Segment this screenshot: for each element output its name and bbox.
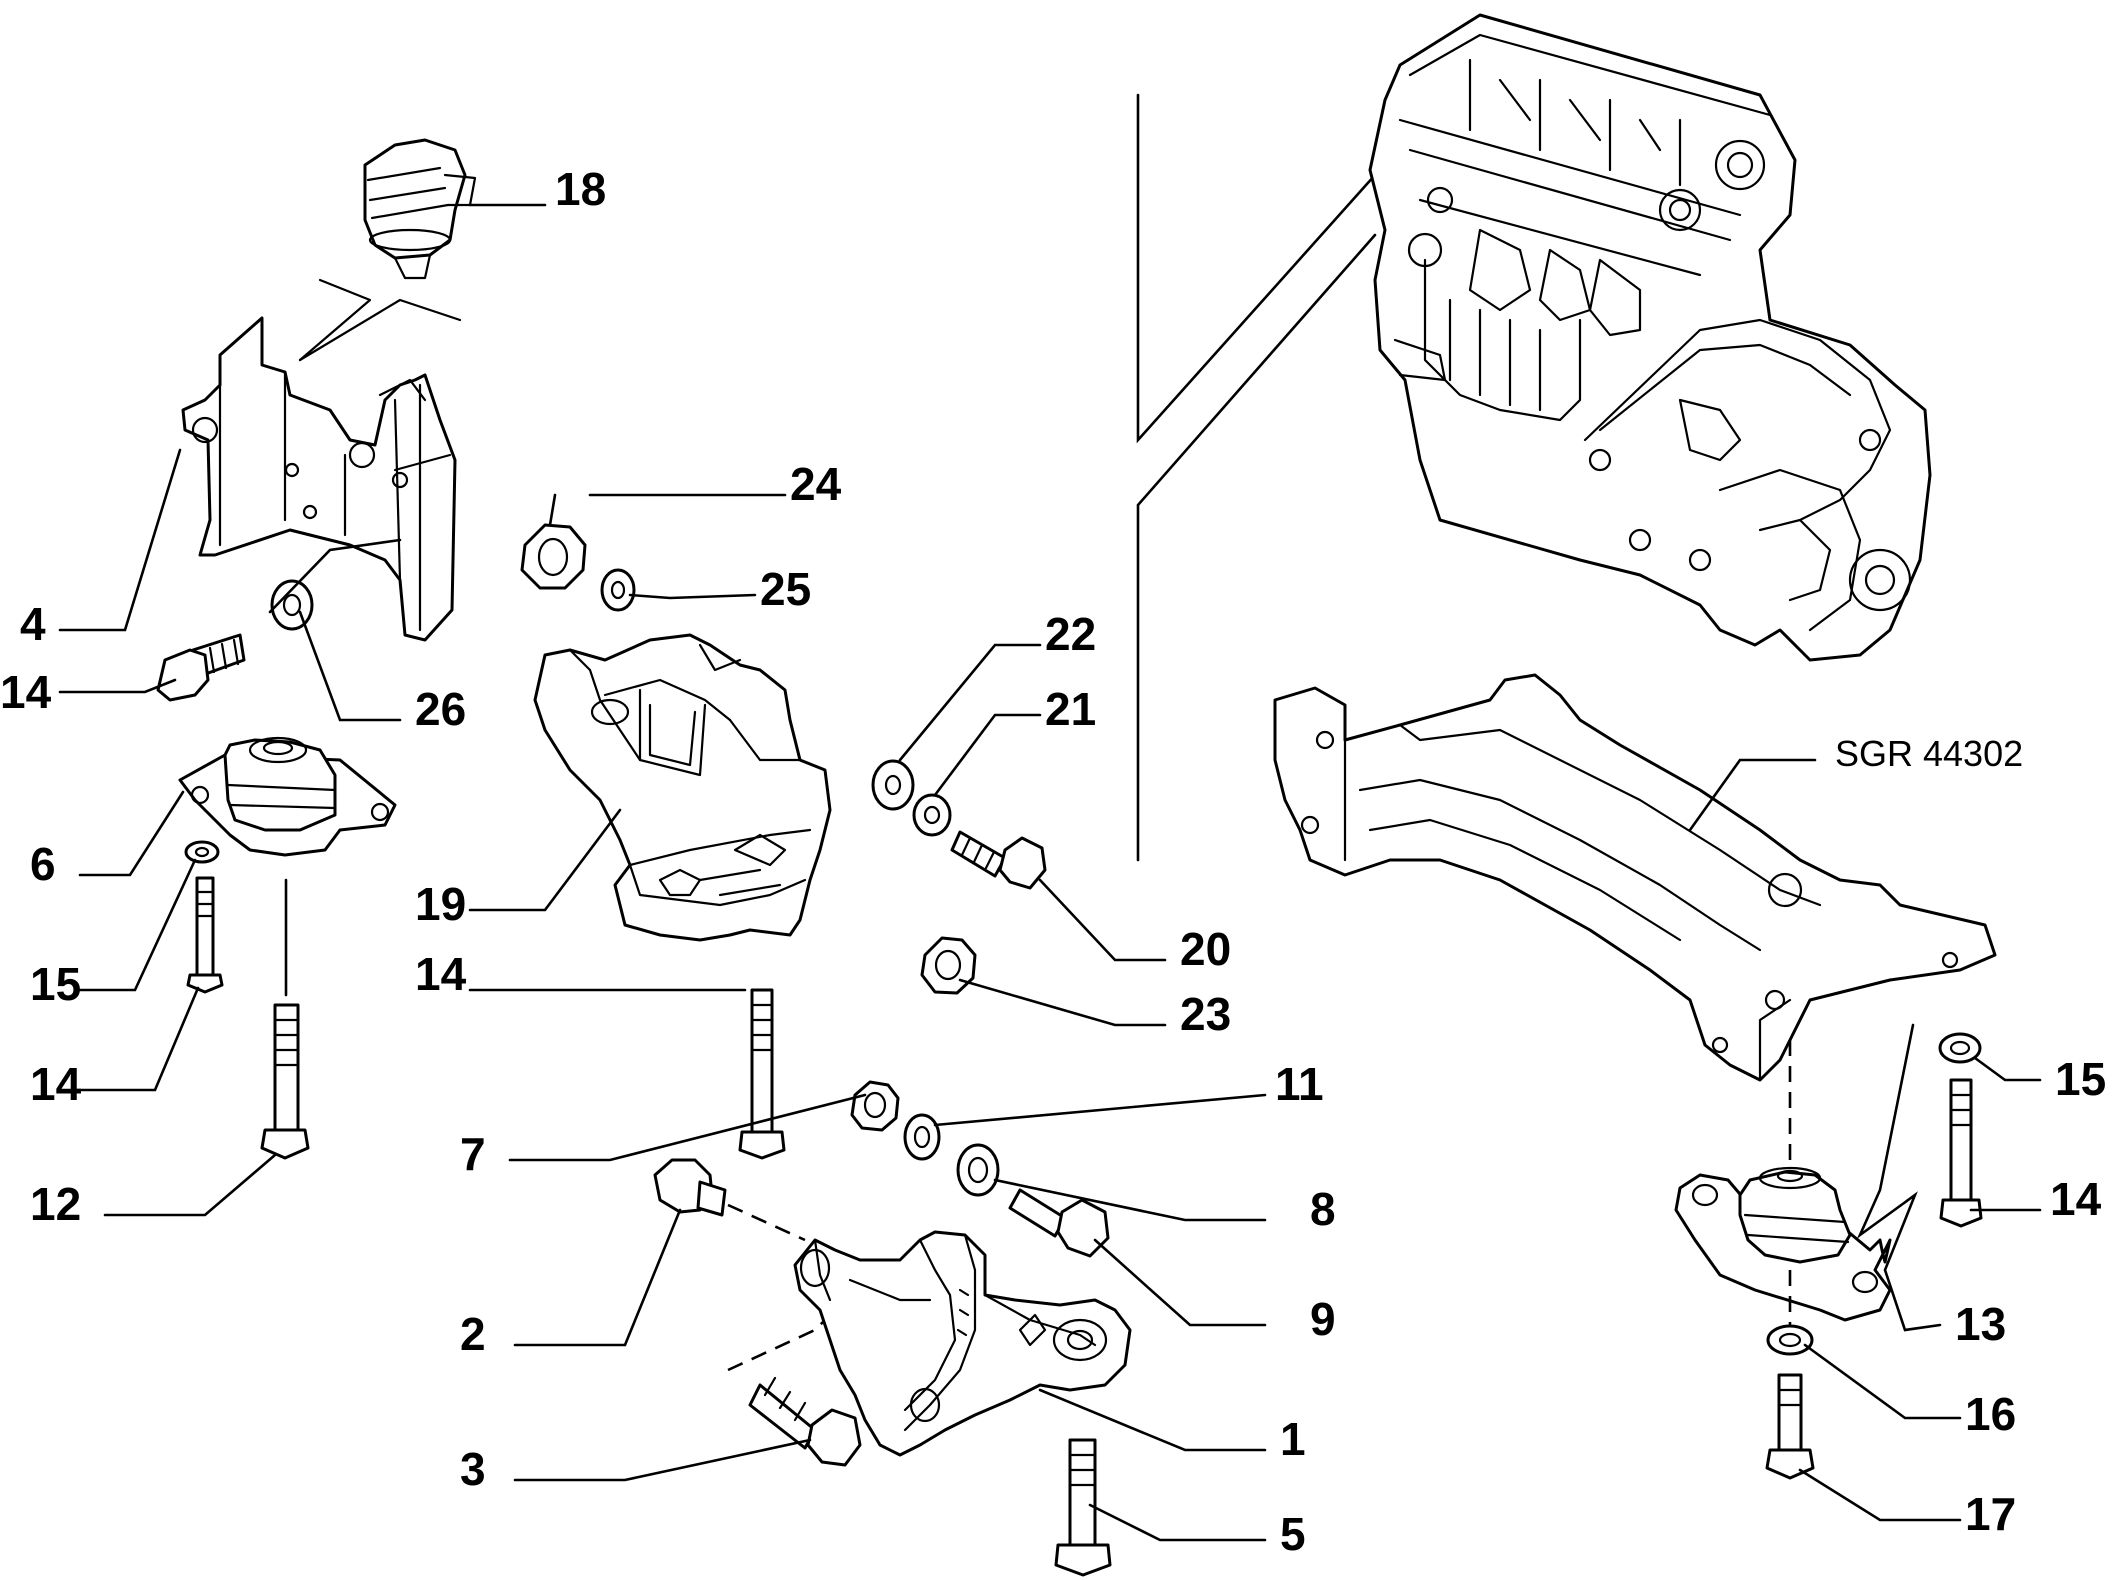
callout-22: 22 xyxy=(1045,608,1096,660)
part-16-washer xyxy=(1766,1324,1814,1356)
drawing-code: SGR 44302 xyxy=(1835,733,2023,774)
callout-25: 25 xyxy=(760,563,811,615)
part-17-bolt xyxy=(1765,1373,1815,1480)
part-14-bolt-right xyxy=(1939,1078,1983,1228)
callout-11: 11 xyxy=(1275,1058,1324,1110)
callout-2: 2 xyxy=(460,1308,486,1360)
part-3-bolt xyxy=(748,1376,862,1467)
callout-26: 26 xyxy=(415,683,466,735)
part-7-nut xyxy=(850,1080,900,1132)
part-22-washer xyxy=(871,759,915,811)
part-15-washer-right xyxy=(1938,1032,1982,1064)
callout-3: 3 xyxy=(460,1443,486,1495)
part-11-washer xyxy=(903,1113,941,1161)
engine-gearbox-assembly xyxy=(1368,13,1932,662)
callout-4: 4 xyxy=(20,598,46,650)
part-19-gearbox-bracket xyxy=(533,633,832,942)
callout-20: 20 xyxy=(1180,923,1231,975)
part-21-washer xyxy=(912,793,952,837)
part-1-torque-rod xyxy=(793,1230,1132,1457)
callout-14-b: 14 xyxy=(30,1058,82,1110)
section-divider xyxy=(1136,93,1377,862)
callout-24: 24 xyxy=(790,458,842,510)
part-12-bolt xyxy=(260,1003,310,1160)
callout-21: 21 xyxy=(1045,683,1096,735)
callout-9: 9 xyxy=(1310,1293,1336,1345)
callout-16: 16 xyxy=(1965,1388,2016,1440)
callout-12: 12 xyxy=(30,1178,81,1230)
part-14-bolt-left xyxy=(156,633,246,702)
part-13-mount-right xyxy=(1674,1166,1892,1322)
callout-1: 1 xyxy=(1280,1413,1306,1465)
part-25-washer xyxy=(600,568,636,612)
callout-18: 18 xyxy=(555,163,606,215)
callout-23: 23 xyxy=(1180,988,1231,1040)
callout-14-a: 14 xyxy=(0,666,52,718)
leader-lines xyxy=(58,448,2042,1542)
callout-8: 8 xyxy=(1310,1183,1336,1235)
callout-7: 7 xyxy=(460,1128,486,1180)
assembly-line-2 xyxy=(727,1203,806,1242)
part-20-bolt xyxy=(950,830,1047,890)
crossmember-subframe xyxy=(1273,673,1997,1082)
part-8-washer xyxy=(956,1143,1000,1197)
drawing-code-leader xyxy=(1688,758,1817,832)
callout-15-b: 15 xyxy=(2055,1053,2106,1105)
part-4-zigzag-2 xyxy=(298,298,462,362)
part-14-bolt-middle xyxy=(738,988,786,1160)
callout-6: 6 xyxy=(30,838,56,890)
part-4-zigzag xyxy=(298,278,372,362)
callout-5: 5 xyxy=(1280,1508,1306,1560)
callout-14-d: 14 xyxy=(2050,1173,2102,1225)
leader-13 xyxy=(1856,1023,1942,1332)
part-4-bracket xyxy=(181,316,457,642)
callout-13: 13 xyxy=(1955,1298,2006,1350)
callout-19: 19 xyxy=(415,878,466,930)
callout-15-a: 15 xyxy=(30,958,81,1010)
callout-14-c: 14 xyxy=(415,948,467,1000)
part-23-nut xyxy=(920,936,977,995)
part-18-bushing xyxy=(363,138,477,280)
part-5-bolt xyxy=(1054,1438,1112,1577)
callout-17: 17 xyxy=(1965,1488,2016,1540)
part-14-bolt-left-lower xyxy=(186,876,224,994)
part-15-washer-left xyxy=(184,840,220,864)
part-24-nut xyxy=(520,523,587,590)
callout-labels: 18 4 14 26 6 15 14 12 19 24 25 22 21 20 … xyxy=(0,163,2106,1560)
part-6-engine-mount xyxy=(178,736,397,857)
part-2-pin xyxy=(653,1158,727,1217)
